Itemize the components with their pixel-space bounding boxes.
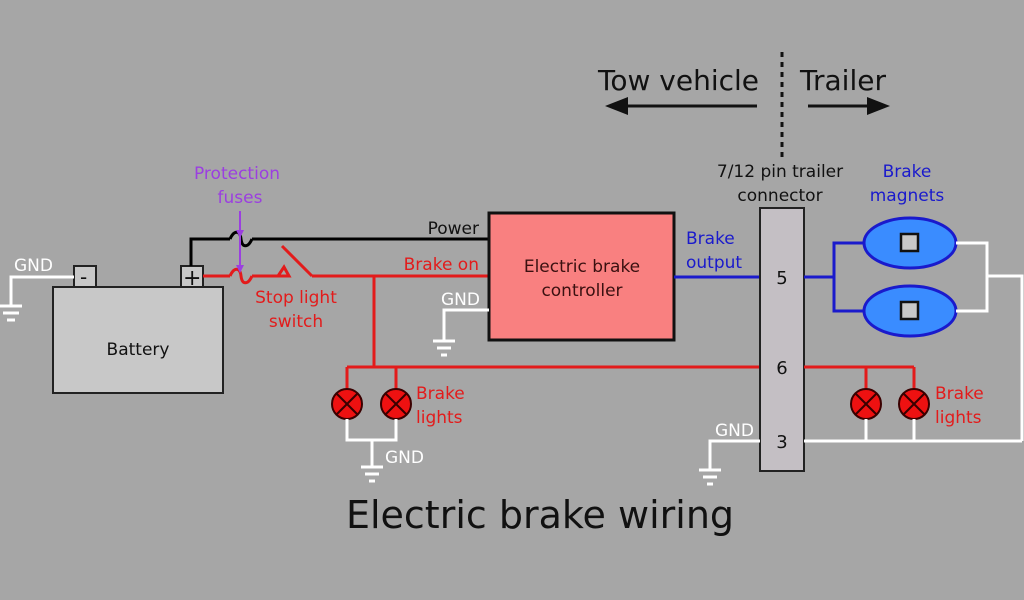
fuse-arrow-icon	[236, 265, 244, 273]
battery-gnd-label: GND	[14, 256, 53, 276]
power-wire: Power	[189, 219, 489, 266]
stop-switch-label-2: switch	[269, 312, 323, 332]
tow-lights-gnd-label: GND	[385, 448, 424, 468]
stop-light-switch-icon	[275, 244, 314, 278]
magnets-label-2: magnets	[870, 186, 945, 206]
brake-on-label: Brake on	[404, 255, 479, 275]
ground-symbol-icon	[0, 304, 22, 322]
lamp-icon	[898, 388, 930, 420]
tow-brake-lights: GND Brake lights	[331, 367, 465, 483]
trailer-label: Trailer	[799, 64, 886, 97]
pin-3: 3	[776, 432, 787, 453]
controller-gnd-label: GND	[441, 290, 480, 310]
trailer-lights-label-2: lights	[935, 408, 982, 428]
ground-symbol-icon	[361, 465, 383, 483]
power-label: Power	[428, 219, 479, 239]
brake-magnets: Brake magnets	[804, 162, 1024, 441]
tow-vehicle-label: Tow vehicle	[597, 64, 759, 97]
positive-sign: +	[183, 266, 201, 291]
connector-gnd-label: GND	[715, 421, 754, 441]
diagram-title: Electric brake wiring	[346, 493, 734, 537]
fuse-arrow-icon	[236, 230, 244, 238]
connector-ground: GND	[699, 421, 760, 486]
battery-label: Battery	[107, 340, 170, 360]
brake-output-label-1: Brake	[686, 229, 735, 249]
fuses-label-1: Protection	[194, 164, 280, 184]
stop-fuse-icon	[228, 267, 254, 285]
trailer-brake-lights: Brake lights	[804, 365, 1022, 443]
trailer-lights-label-1: Brake	[935, 384, 984, 404]
ground-symbol-icon	[699, 468, 721, 486]
brake-on-wire: Brake on Stop light switch	[203, 244, 489, 367]
connector-label-1: 7/12 pin trailer	[717, 162, 843, 182]
trailer-connector: 7/12 pin trailer connector 5 6 3	[717, 162, 843, 472]
trailer-arrow-icon	[808, 97, 890, 115]
brake-controller: Electric brake controller	[487, 211, 676, 342]
tow-lights-label-2: lights	[416, 408, 463, 428]
brake-output-label-2: output	[686, 253, 742, 273]
controller-label-1: Electric brake	[524, 257, 640, 277]
lamp-icon	[850, 388, 882, 420]
magnet-icon	[862, 216, 958, 270]
tow-lights-label-1: Brake	[416, 384, 465, 404]
protection-fuses-annotation: Protection fuses	[194, 164, 280, 273]
tow-vehicle-arrow-icon	[605, 97, 757, 115]
controller-ground: GND	[433, 290, 489, 357]
battery-ground: GND	[0, 256, 74, 322]
battery: - + Battery	[52, 265, 224, 394]
connector-label-2: connector	[737, 186, 822, 206]
lamp-icon	[380, 388, 412, 420]
ground-symbol-icon	[433, 339, 455, 357]
magnets-label-1: Brake	[883, 162, 932, 182]
pin-5: 5	[776, 268, 787, 289]
pin-6: 6	[776, 358, 787, 379]
brake-output-wire: Brake output	[674, 229, 760, 279]
magnet-icon	[862, 284, 958, 338]
stop-switch-label-1: Stop light	[255, 288, 337, 308]
negative-sign: -	[80, 265, 87, 289]
fuses-label-2: fuses	[218, 188, 263, 208]
controller-label-2: controller	[541, 281, 622, 301]
lamp-icon	[331, 388, 363, 420]
